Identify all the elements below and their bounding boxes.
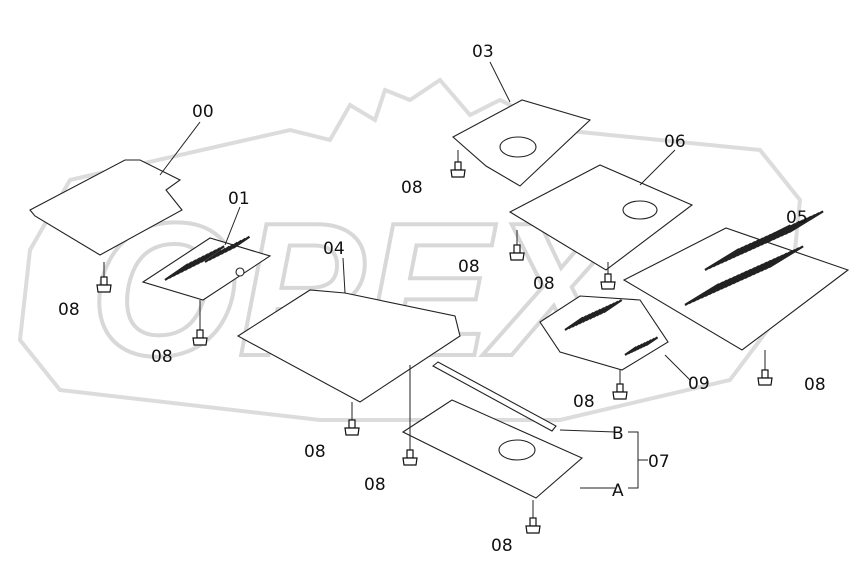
label-07: 07: [648, 452, 670, 472]
label-09: 09: [688, 374, 710, 394]
panel-03: [452, 99, 592, 187]
bolt-icon: [344, 419, 360, 436]
label-08: 08: [151, 347, 173, 367]
louver-slot: [645, 336, 659, 347]
bolt-icon: [509, 244, 525, 261]
label-08: 08: [491, 536, 513, 556]
louver-slot: [768, 245, 804, 269]
label-04: 04: [323, 239, 345, 259]
label-06: 06: [664, 132, 686, 152]
label-03: 03: [472, 42, 494, 62]
bolt-icon: [450, 161, 466, 178]
panel-09: [539, 295, 669, 371]
panel-05: [622, 210, 850, 351]
louver-slot: [788, 210, 824, 234]
bolt-icon: [757, 369, 773, 386]
panel-00: [29, 159, 183, 256]
label-08: 08: [401, 178, 423, 198]
label-01: 01: [228, 189, 250, 209]
label-08: 08: [58, 300, 80, 320]
panel-04: [236, 289, 461, 403]
panel-07: [401, 399, 584, 499]
label-b: B: [612, 424, 624, 444]
label-08: 08: [364, 475, 386, 495]
label-08: 08: [533, 274, 555, 294]
label-08: 08: [458, 257, 480, 277]
bolt-icon: [525, 517, 541, 534]
bolt-icon: [402, 449, 418, 466]
label-08: 08: [304, 442, 326, 462]
leader-lines: [103, 61, 791, 523]
label-05: 05: [786, 208, 808, 228]
label-00: 00: [192, 102, 214, 122]
louver-slot: [200, 245, 225, 263]
strip-07b: [432, 361, 557, 432]
bolt-icon: [612, 383, 628, 400]
label-a: A: [612, 481, 624, 501]
panel-01: [141, 235, 272, 301]
louver-slot: [602, 299, 623, 314]
bolt-icon: [192, 329, 208, 346]
bolt-icon: [600, 273, 616, 290]
panel-06: [508, 164, 694, 271]
label-08: 08: [573, 392, 595, 412]
louver-slot: [232, 235, 251, 249]
label-08: 08: [804, 375, 826, 395]
bolts: [96, 161, 773, 534]
bolt-icon: [96, 276, 112, 293]
